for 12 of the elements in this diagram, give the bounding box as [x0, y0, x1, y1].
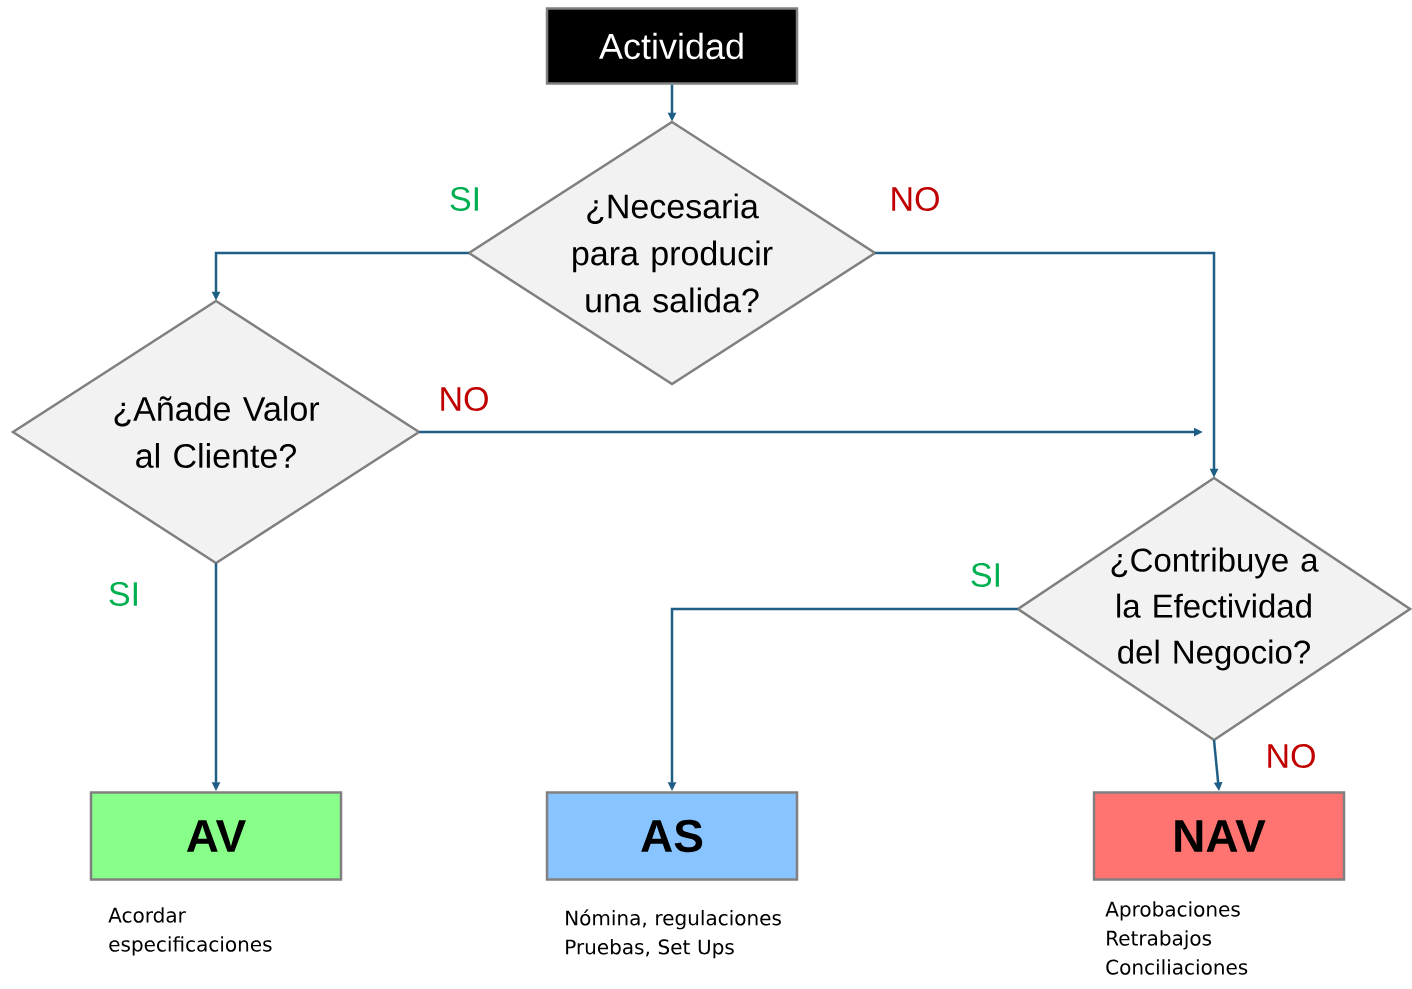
edge-label: NO [441, 386, 488, 412]
edge-label: SI [971, 562, 999, 588]
process-box: AS [545, 791, 799, 881]
edge-label: NO [1268, 743, 1315, 769]
note-text: Aprobaciones Retrabajos Conciliaciones [1105, 901, 1248, 975]
edge-label: NO [892, 186, 939, 212]
note-text: Acordar especificaciones [108, 907, 272, 956]
process-box: NAV [1092, 791, 1346, 881]
process-box: AV [89, 791, 343, 881]
process-box: Actividad [545, 7, 799, 85]
note-text: Nómina, regulaciones Pruebas, Set Ups [566, 909, 781, 959]
edge-label: SI [109, 581, 137, 607]
